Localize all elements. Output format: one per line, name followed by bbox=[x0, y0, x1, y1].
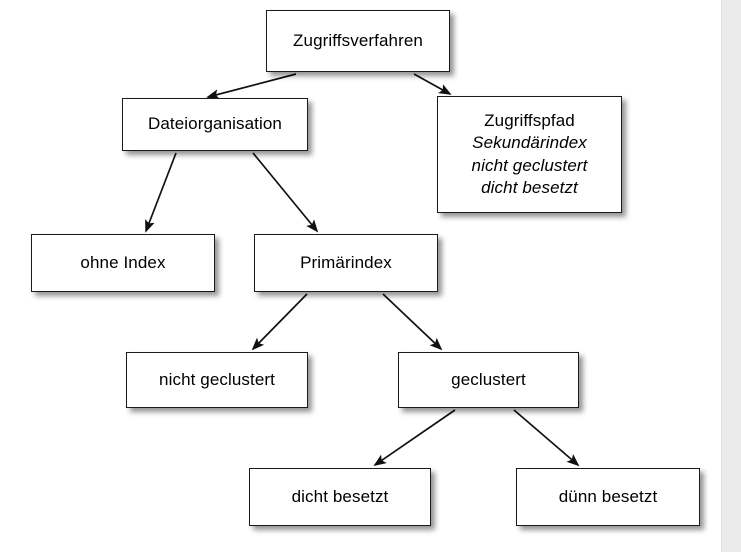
node-geclustert[interactable]: geclustert bbox=[398, 352, 579, 408]
node-label: dicht besetzt bbox=[481, 177, 578, 197]
edge-zugriffsverfahren-to-zugriffspfad bbox=[413, 73, 452, 95]
edge-dateiorganisation-to-ohne-index bbox=[145, 152, 177, 233]
edge-primaerindex-to-geclustert bbox=[382, 293, 443, 351]
node-label: Primärindex bbox=[300, 252, 392, 272]
node-label: dicht besetzt bbox=[291, 486, 389, 506]
edge-geclustert-to-duenn-besetzt bbox=[513, 409, 580, 467]
node-zugriffsverfahren[interactable]: Zugriffsverfahren bbox=[266, 10, 450, 72]
edge-dateiorganisation-to-primaerindex bbox=[252, 152, 319, 233]
edge-zugriffsverfahren-to-dateiorganisation bbox=[206, 73, 297, 100]
edge-primaerindex-to-nicht-geclustert bbox=[251, 293, 308, 351]
node-label: geclustert bbox=[451, 369, 526, 389]
node-dicht-besetzt[interactable]: dicht besetzt bbox=[249, 468, 431, 526]
slide-right-margin bbox=[721, 0, 741, 552]
node-label: nicht geclustert bbox=[471, 155, 588, 175]
node-label: Zugriffspfad bbox=[484, 110, 575, 130]
node-dateiorganisation[interactable]: Dateiorganisation bbox=[122, 98, 308, 151]
node-duenn-besetzt[interactable]: dünn besetzt bbox=[516, 468, 700, 526]
node-label: nicht geclustert bbox=[159, 369, 275, 389]
node-label: dünn besetzt bbox=[558, 486, 658, 506]
node-label: Sekundärindex bbox=[472, 133, 587, 153]
node-label: ohne Index bbox=[80, 252, 166, 272]
node-label: Zugriffsverfahren bbox=[293, 30, 423, 50]
node-primaerindex[interactable]: Primärindex bbox=[254, 234, 438, 292]
edge-geclustert-to-dicht-besetzt bbox=[373, 409, 456, 467]
node-label: Dateiorganisation bbox=[147, 114, 282, 134]
node-nicht-geclustert[interactable]: nicht geclustert bbox=[126, 352, 308, 408]
node-ohne-index[interactable]: ohne Index bbox=[31, 234, 215, 292]
